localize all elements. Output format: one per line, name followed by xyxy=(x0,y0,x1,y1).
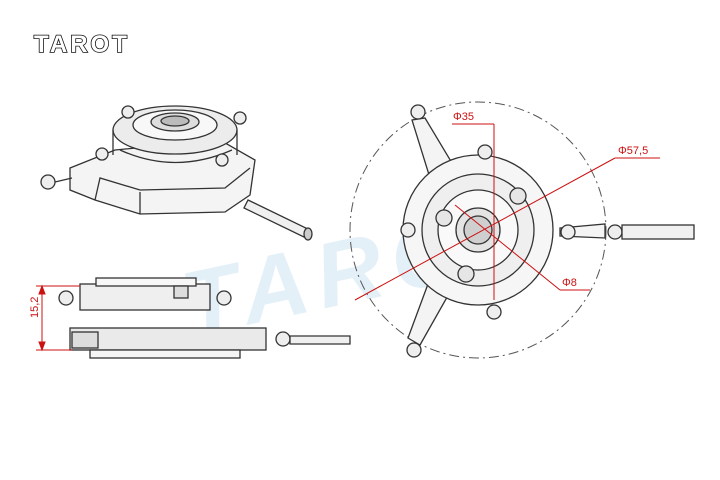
brand-logo: TAROT xyxy=(34,31,130,58)
outer-diameter-label: Φ57,5 xyxy=(618,145,648,157)
top-view xyxy=(349,101,695,359)
inner-diameter-label: Φ35 xyxy=(453,111,474,123)
side-view xyxy=(58,277,351,359)
bore-diameter-label: Φ8 xyxy=(562,277,577,289)
isometric-view xyxy=(40,105,313,241)
top-view-dimensions xyxy=(354,123,660,301)
height-dimension xyxy=(36,284,80,352)
height-label: 15,2 xyxy=(29,297,41,318)
